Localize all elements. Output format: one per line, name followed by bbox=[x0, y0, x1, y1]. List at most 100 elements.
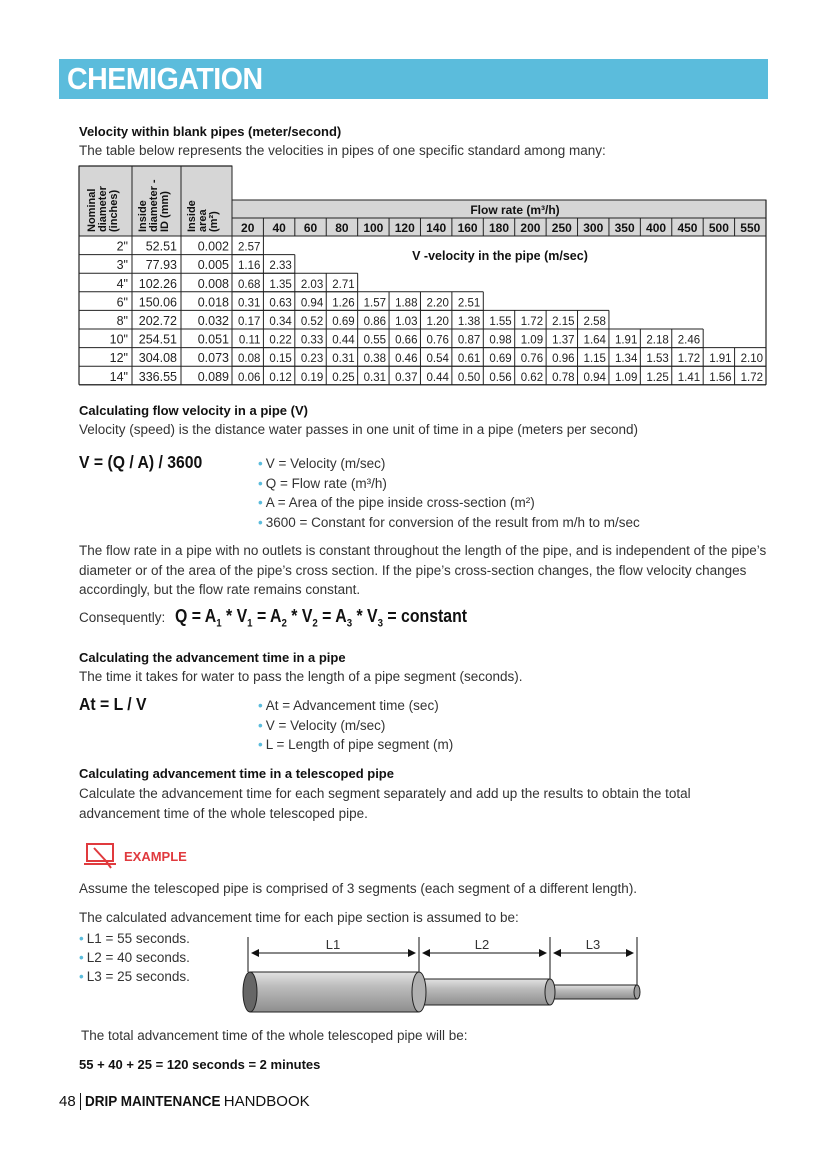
inside-diameter: 254.51 bbox=[139, 333, 177, 347]
flow-rate-label: 20 bbox=[241, 221, 255, 235]
example-assume: Assume the telescoped pipe is comprised … bbox=[79, 881, 638, 896]
flow-rate-label: 250 bbox=[552, 221, 572, 235]
flow-velocity-heading: Calculating flow velocity in a pipe (V) bbox=[79, 403, 308, 418]
velocity-cell: 2.46 bbox=[678, 335, 700, 347]
footer-handbook-bold: DRIP MAINTENANCE bbox=[85, 1093, 221, 1110]
flow-rate-label: 160 bbox=[458, 221, 478, 235]
velocity-cell: 0.62 bbox=[521, 372, 543, 384]
list-item: •V = Velocity (m/sec) bbox=[258, 717, 386, 733]
velocity-cell: 2.51 bbox=[458, 297, 480, 309]
list-item: •L1 = 55 seconds. bbox=[79, 931, 190, 946]
inside-diameter: 150.06 bbox=[139, 295, 177, 309]
velocity-cell: 0.76 bbox=[521, 353, 543, 365]
velocity-cell: 1.09 bbox=[615, 372, 637, 384]
list-item: •At = Advancement time (sec) bbox=[258, 698, 439, 713]
flow-rate-paragraph: The flow rate in a pipe with no outlets … bbox=[79, 543, 767, 597]
inside-diameter: 77.93 bbox=[146, 258, 177, 272]
page-footer: 48 DRIP MAINTENANCE HANDBOOK bbox=[59, 1093, 310, 1110]
velocity-cell: 0.56 bbox=[489, 372, 511, 384]
velocity-cell: 1.25 bbox=[646, 372, 668, 384]
velocity-overlay-label: V -velocity in the pipe (m/sec) bbox=[412, 249, 588, 263]
velocity-cell: 0.86 bbox=[364, 316, 386, 328]
list-item: •A = Area of the pipe inside cross-secti… bbox=[258, 495, 535, 510]
velocity-cell: 0.98 bbox=[489, 335, 511, 347]
bullet-icon: • bbox=[258, 717, 263, 733]
velocity-cell: 1.91 bbox=[615, 335, 637, 347]
nominal-diameter: 14" bbox=[110, 370, 128, 384]
list-item: •L3 = 25 seconds. bbox=[79, 969, 190, 984]
pipe-segment-2 bbox=[413, 978, 556, 1006]
velocity-cell: 1.53 bbox=[646, 353, 668, 365]
pipe-segment-1 bbox=[242, 971, 427, 1013]
flow-rate-label: 60 bbox=[304, 221, 318, 235]
velocity-cell: 1.15 bbox=[584, 353, 606, 365]
velocity-cell: 1.26 bbox=[332, 297, 354, 309]
page-title: CHEMIGATION bbox=[67, 61, 263, 96]
velocity-cell: 0.52 bbox=[301, 316, 323, 328]
bullet-icon: • bbox=[79, 950, 84, 965]
velocity-cell: 0.22 bbox=[269, 335, 291, 347]
velocity-cell: 0.96 bbox=[552, 353, 574, 365]
column-header: (m²) bbox=[208, 211, 220, 232]
column-header: diameter - bbox=[148, 179, 160, 232]
velocity-cell: 0.33 bbox=[301, 335, 323, 347]
page-number: 48 bbox=[59, 1093, 76, 1110]
velocity-cell: 1.55 bbox=[489, 316, 511, 328]
list-item: •3600 = Constant for conversion of the r… bbox=[258, 514, 640, 530]
velocity-cell: 1.72 bbox=[741, 372, 763, 384]
footer-handbook-normal: HANDBOOK bbox=[223, 1093, 310, 1110]
list-item: •L2 = 40 seconds. bbox=[79, 950, 190, 965]
velocity-cell: 2.33 bbox=[269, 260, 291, 272]
velocity-cell: 0.94 bbox=[584, 372, 607, 384]
segment-label-l3: L3 bbox=[586, 937, 600, 952]
velocity-cell: 1.09 bbox=[521, 335, 543, 347]
advancement-formula-legend: •At = Advancement time (sec) •V = Veloci… bbox=[258, 696, 453, 755]
flow-rate-label: 80 bbox=[335, 221, 349, 235]
velocity-cell: 1.56 bbox=[709, 372, 731, 384]
velocity-cell: 0.50 bbox=[458, 372, 480, 384]
nominal-diameter: 12" bbox=[110, 351, 128, 365]
velocity-cell: 0.44 bbox=[426, 372, 449, 384]
bullet-icon: • bbox=[258, 475, 263, 491]
total-time-text: The total advancement time of the whole … bbox=[81, 1028, 468, 1043]
flow-rate-label: 200 bbox=[520, 221, 540, 235]
velocity-cell: 1.03 bbox=[395, 316, 417, 328]
example-calculated: The calculated advancement time for each… bbox=[79, 910, 519, 925]
velocity-cell: 2.58 bbox=[584, 316, 606, 328]
column-header: Inside bbox=[137, 200, 149, 232]
velocity-cell: 1.35 bbox=[269, 279, 291, 291]
segment-times-list: •L1 = 55 seconds. •L2 = 40 seconds. •L3 … bbox=[79, 929, 190, 986]
bullet-icon: • bbox=[258, 514, 263, 530]
velocity-cell: 0.87 bbox=[458, 335, 480, 347]
bullet-icon: • bbox=[258, 698, 263, 713]
inside-area: 0.089 bbox=[198, 370, 229, 384]
velocity-cell: 0.54 bbox=[426, 353, 449, 365]
velocity-cell: 0.38 bbox=[364, 353, 386, 365]
velocity-cell: 0.94 bbox=[301, 297, 324, 309]
consequently-line: Consequently: Q = A1 * V1 = A2 * V2 = A3… bbox=[79, 606, 507, 630]
velocity-cell: 0.55 bbox=[364, 335, 386, 347]
velocity-cell: 0.31 bbox=[364, 372, 386, 384]
flow-rate-label: 550 bbox=[740, 221, 760, 235]
velocity-cell: 0.15 bbox=[269, 353, 291, 365]
bullet-icon: • bbox=[258, 737, 263, 752]
nominal-diameter: 8" bbox=[117, 314, 128, 328]
velocity-cell: 1.20 bbox=[426, 316, 448, 328]
telescoped-heading: Calculating advancement time in a telesc… bbox=[79, 766, 394, 781]
continuity-equation: Q = A1 * V1 = A2 * V2 = A3 * V3 = consta… bbox=[175, 606, 468, 630]
flow-rate-label: 450 bbox=[677, 221, 697, 235]
column-header: area bbox=[197, 208, 209, 232]
footer-divider bbox=[79, 1093, 82, 1110]
nominal-diameter: 10" bbox=[110, 333, 128, 347]
nominal-diameter: 6" bbox=[117, 295, 128, 309]
velocity-cell: 1.57 bbox=[364, 297, 386, 309]
inside-area: 0.002 bbox=[198, 240, 229, 254]
velocity-formula: V = (Q / A) / 3600 bbox=[79, 452, 203, 472]
segment-label-l1: L1 bbox=[326, 937, 340, 952]
velocity-cell: 1.91 bbox=[709, 353, 731, 365]
telescoped-intro: Calculate the advancement time for each … bbox=[79, 786, 691, 821]
velocity-cell: 0.19 bbox=[301, 372, 323, 384]
velocity-cell: 0.31 bbox=[238, 297, 260, 309]
inside-diameter: 336.55 bbox=[139, 370, 177, 384]
